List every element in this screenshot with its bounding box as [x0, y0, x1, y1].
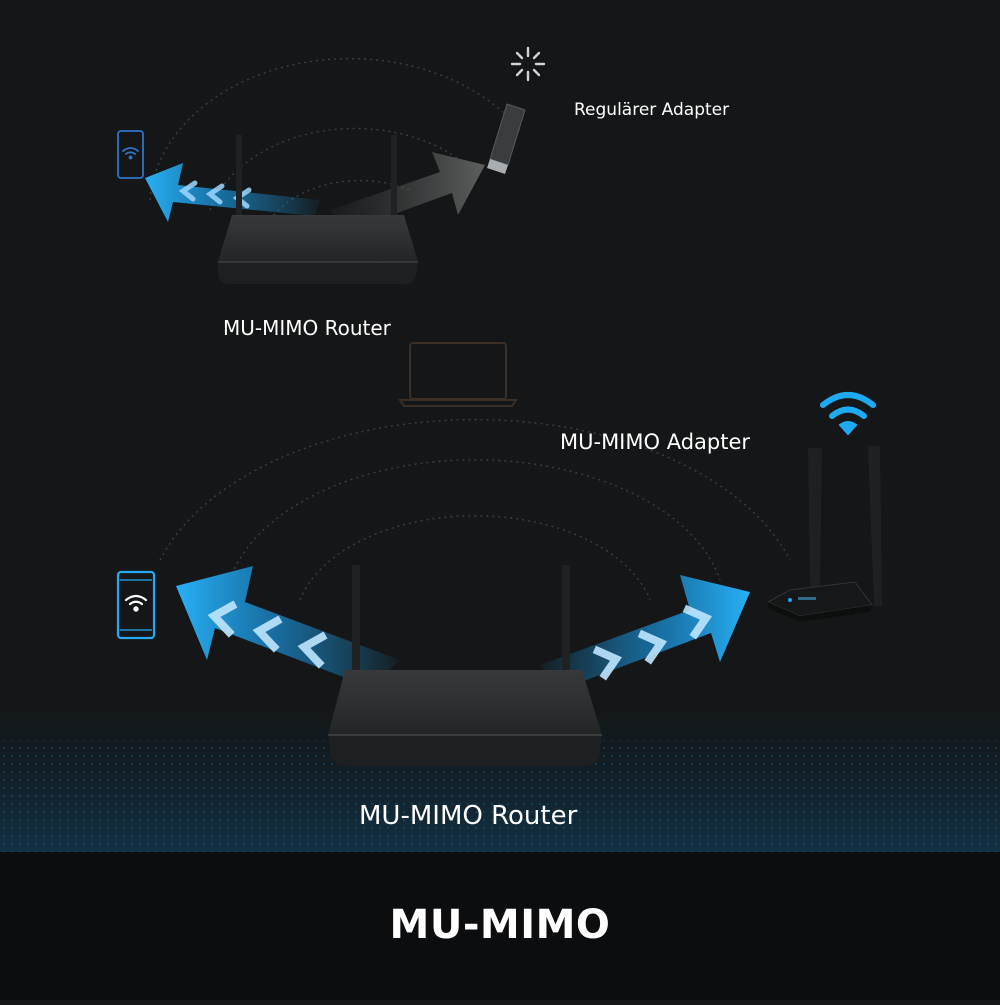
bottom-phone-wifi-icon: [124, 594, 148, 612]
footer-bar: MU-MIMO: [0, 852, 1000, 1000]
top-wave-arcs: [149, 57, 521, 221]
bottom-wave-arcs: [159, 418, 791, 601]
top-right-signal-arrow-icon: [330, 152, 485, 232]
bottom-smartphone-icon: [116, 570, 156, 640]
bottom-router-label: MU-MIMO Router: [359, 801, 578, 831]
top-phone-wifi-icon: [122, 147, 139, 160]
top-left-signal-arrow-icon: [145, 163, 320, 222]
mu-mimo-adapter-label: MU-MIMO Adapter: [560, 430, 751, 454]
regular-adapter-label: Regulärer Adapter: [574, 100, 730, 120]
top-router-icon: [218, 135, 418, 284]
top-router-label: MU-MIMO Router: [223, 316, 391, 340]
footer-title: MU-MIMO: [389, 902, 611, 948]
mu-mimo-adapter-wifi-icon: [820, 392, 876, 436]
loading-spinner-icon: [510, 46, 546, 82]
bottom-left-signal-arrow-icon: [176, 566, 400, 688]
top-smartphone-icon: [117, 130, 144, 179]
bottom-router-icon: [328, 565, 602, 766]
regular-usb-adapter-icon: [487, 103, 526, 174]
laptop-icon: [398, 342, 518, 407]
mu-mimo-adapter-icon: [766, 446, 882, 622]
bottom-right-signal-arrow-icon: [540, 575, 750, 690]
